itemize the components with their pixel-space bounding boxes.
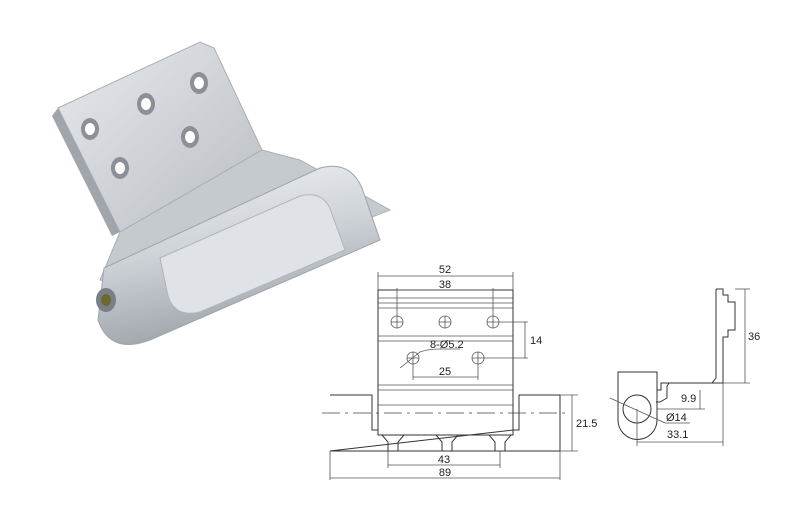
dim-38: 38 bbox=[439, 279, 451, 291]
dim-9-9: 9.9 bbox=[681, 393, 696, 405]
dim-21-5: 21.5 bbox=[576, 418, 597, 430]
dim-33-1: 33.1 bbox=[667, 429, 688, 441]
pin-cap-icon bbox=[101, 294, 111, 306]
dim-89: 89 bbox=[439, 467, 451, 479]
dim-25: 25 bbox=[439, 366, 451, 378]
dim-14: 14 bbox=[530, 335, 542, 347]
hole-spec-label: 8-Ø5.2 bbox=[430, 339, 464, 351]
dim-36: 36 bbox=[748, 331, 760, 343]
front-view-drawing: 52 38 14 8-Ø5.2 25 21.5 43 89 bbox=[322, 264, 597, 480]
side-view-drawing: 36 9.9 Ø14 33.1 bbox=[609, 288, 760, 446]
dim-43: 43 bbox=[438, 454, 450, 466]
dim-52: 52 bbox=[439, 264, 451, 276]
mounting-hole bbox=[81, 72, 208, 179]
hinge-photo bbox=[52, 41, 392, 345]
dim-diameter-14: Ø14 bbox=[666, 412, 687, 424]
